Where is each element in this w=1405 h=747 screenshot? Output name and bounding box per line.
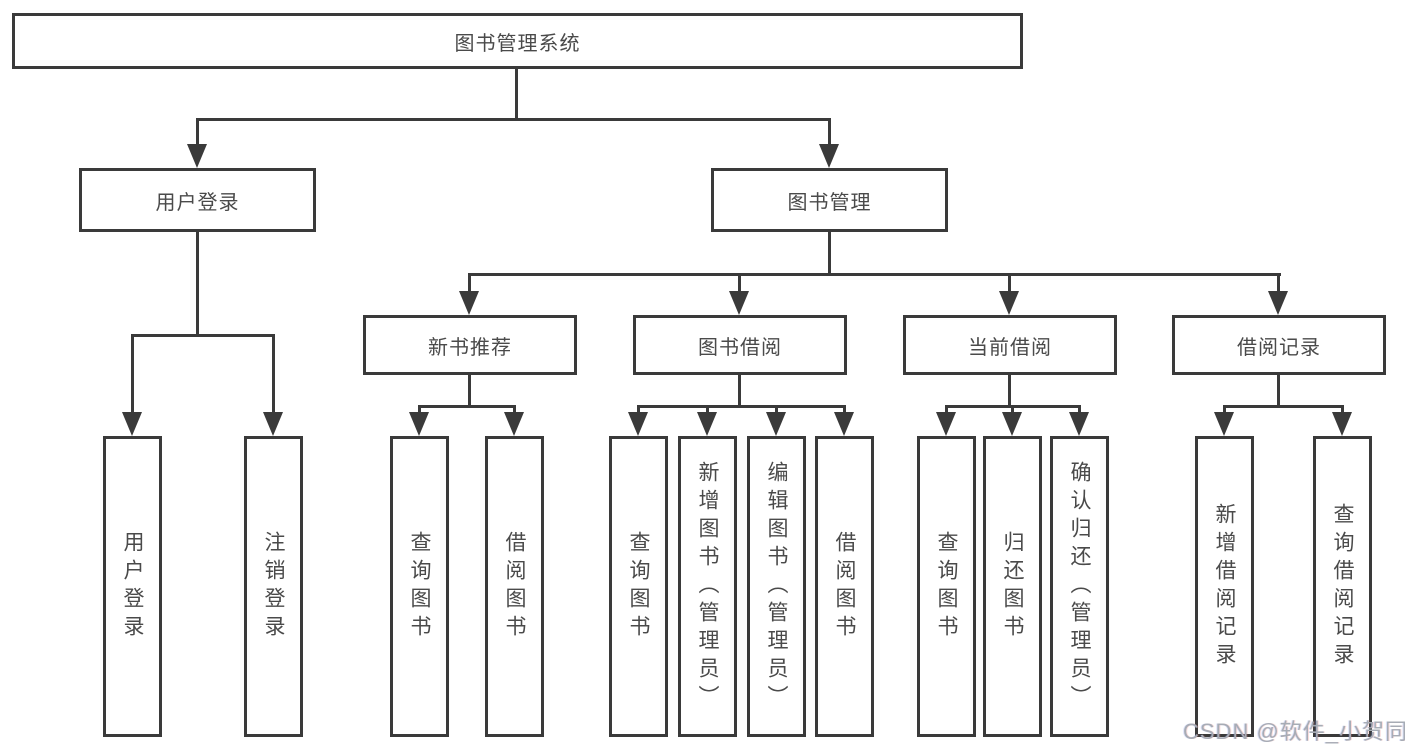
leaf-query-books-d: 查询图书 xyxy=(917,436,976,737)
connector-b1-drop xyxy=(418,405,421,418)
arrow-down-icon xyxy=(504,412,524,436)
connector-userlogin-stem xyxy=(196,232,199,334)
leaf-add-borrow-record-label: 新增借阅记录 xyxy=(1213,502,1236,671)
connector-e2-drop xyxy=(1341,405,1344,418)
connector-a2-drop xyxy=(272,334,275,416)
leaf-borrow-books-c: 借阅图书 xyxy=(815,436,874,737)
arrow-down-icon xyxy=(834,412,854,436)
node-user-login-label: 用户登录 xyxy=(155,191,240,214)
node-book-management: 图书管理 xyxy=(711,168,948,232)
leaf-query-books-d-label: 查询图书 xyxy=(935,530,958,643)
connector-e1-drop xyxy=(1223,405,1226,418)
node-new-book-recommend: 新书推荐 xyxy=(363,315,577,375)
arrow-down-icon xyxy=(263,412,283,436)
connector-root-left-drop xyxy=(196,118,199,146)
leaf-user-login-label: 用户登录 xyxy=(121,530,144,643)
connector-d2-drop xyxy=(1011,405,1014,418)
leaf-add-book-admin-label: 新增图书（管理员） xyxy=(696,460,719,713)
leaf-edit-book-admin: 编辑图书（管理员） xyxy=(747,436,806,737)
arrow-down-icon xyxy=(122,412,142,436)
node-borrow-records: 借阅记录 xyxy=(1172,315,1386,375)
leaf-query-books-b-label: 查询图书 xyxy=(408,530,431,643)
arrow-down-icon xyxy=(1002,412,1022,436)
leaf-query-borrow-record: 查询借阅记录 xyxy=(1313,436,1372,737)
leaf-confirm-return-admin: 确认归还（管理员） xyxy=(1050,436,1109,737)
connector-d-stem xyxy=(1008,375,1011,408)
arrow-down-icon xyxy=(729,291,749,315)
connector-c3-drop xyxy=(775,405,778,418)
leaf-query-books-c-label: 查询图书 xyxy=(627,530,650,643)
connector-bookmgmt-horizontal xyxy=(468,273,1281,276)
arrow-down-icon xyxy=(1268,291,1288,315)
leaf-query-books-c: 查询图书 xyxy=(609,436,668,737)
connector-a1-drop xyxy=(131,334,134,416)
leaf-query-borrow-record-label: 查询借阅记录 xyxy=(1331,502,1354,671)
connector-l3-drop-3 xyxy=(1008,273,1011,295)
node-current-borrow: 当前借阅 xyxy=(903,315,1117,375)
connector-userlogin-horizontal xyxy=(131,334,275,337)
arrow-down-icon xyxy=(409,412,429,436)
connector-c-horizontal xyxy=(637,405,846,408)
leaf-borrow-books-b-label: 借阅图书 xyxy=(503,530,526,643)
arrow-down-icon xyxy=(936,412,956,436)
connector-l3-drop-4 xyxy=(1277,273,1280,295)
connector-root-stem xyxy=(515,69,518,118)
leaf-borrow-books-b: 借阅图书 xyxy=(485,436,544,737)
leaf-query-books-b: 查询图书 xyxy=(390,436,449,737)
arrow-down-icon xyxy=(459,291,479,315)
leaf-user-login: 用户登录 xyxy=(103,436,162,737)
connector-b-horizontal xyxy=(418,405,516,408)
node-book-borrow-label: 图书借阅 xyxy=(698,336,782,359)
connector-l3-drop-1 xyxy=(468,273,471,295)
leaf-confirm-return-admin-label: 确认归还（管理员） xyxy=(1068,460,1091,713)
connector-e-stem xyxy=(1277,375,1280,408)
connector-c-stem xyxy=(738,375,741,408)
connector-b2-drop xyxy=(513,405,516,418)
arrow-down-icon xyxy=(1069,412,1089,436)
connector-c1-drop xyxy=(637,405,640,418)
connector-bookmgmt-stem xyxy=(828,232,831,275)
node-book-management-label: 图书管理 xyxy=(787,191,872,214)
connector-root-horizontal xyxy=(196,118,831,121)
leaf-edit-book-admin-label: 编辑图书（管理员） xyxy=(765,460,788,713)
arrow-down-icon xyxy=(1332,412,1352,436)
leaf-return-book: 归还图书 xyxy=(983,436,1042,737)
connector-e-horizontal xyxy=(1223,405,1344,408)
arrow-down-icon xyxy=(766,412,786,436)
node-book-borrow: 图书借阅 xyxy=(633,315,847,375)
arrow-down-icon xyxy=(999,291,1019,315)
arrow-down-icon xyxy=(819,144,839,168)
arrow-down-icon xyxy=(628,412,648,436)
connector-d3-drop xyxy=(1078,405,1081,418)
leaf-logout: 注销登录 xyxy=(244,436,303,737)
csdn-watermark: CSDN @软件_小贺同学 xyxy=(1183,719,1405,744)
connector-l3-drop-2 xyxy=(738,273,741,295)
node-root-label: 图书管理系统 xyxy=(454,32,581,55)
arrow-down-icon xyxy=(1214,412,1234,436)
node-borrow-records-label: 借阅记录 xyxy=(1237,336,1321,359)
leaf-borrow-books-c-label: 借阅图书 xyxy=(833,530,856,643)
connector-b-stem xyxy=(468,375,471,408)
connector-root-right-drop xyxy=(828,118,831,146)
arrow-down-icon xyxy=(187,144,207,168)
leaf-logout-label: 注销登录 xyxy=(262,530,285,643)
connector-c4-drop xyxy=(843,405,846,418)
leaf-add-book-admin: 新增图书（管理员） xyxy=(678,436,737,737)
connector-c2-drop xyxy=(706,405,709,418)
leaf-return-book-label: 归还图书 xyxy=(1001,530,1024,643)
node-new-book-recommend-label: 新书推荐 xyxy=(428,336,512,359)
arrow-down-icon xyxy=(697,412,717,436)
node-current-borrow-label: 当前借阅 xyxy=(968,336,1052,359)
leaf-add-borrow-record: 新增借阅记录 xyxy=(1195,436,1254,737)
node-user-login: 用户登录 xyxy=(79,168,316,232)
connector-d1-drop xyxy=(945,405,948,418)
node-root: 图书管理系统 xyxy=(12,13,1023,69)
